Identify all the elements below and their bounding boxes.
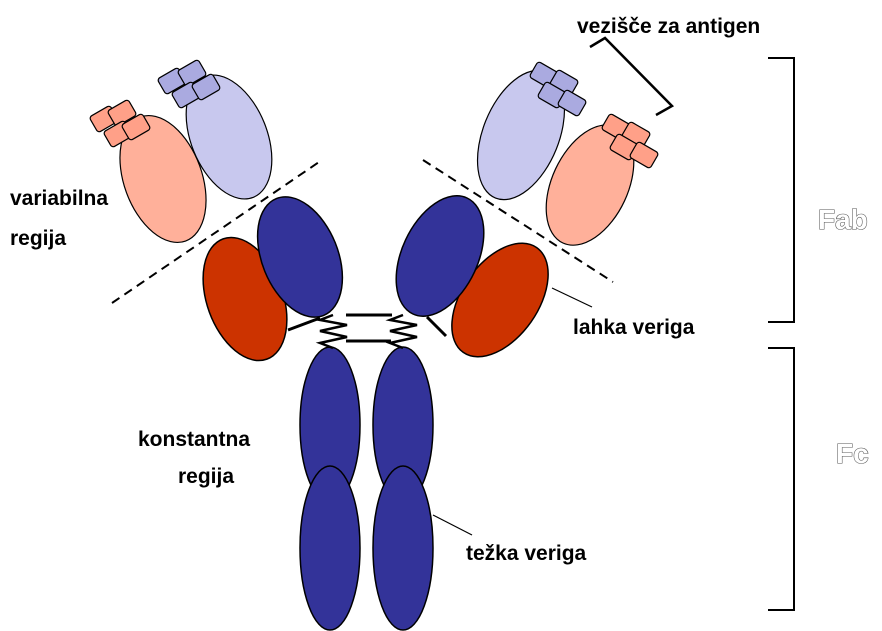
fc-label: Fc [836,438,869,469]
variable-region-label-line1: variabilna [10,187,108,210]
light-heavy-bond-left [288,318,320,330]
fc-bracket [768,348,794,610]
constant-region-label-line1: konstantna [138,428,250,451]
hinge-spring-right [390,315,417,348]
antigen-site-label: vezišče za antigen [577,15,760,38]
light-chain-pointer [552,288,592,307]
fab-label: Fab [818,204,868,235]
left-fab-arm [89,59,359,372]
hinge-spring-left [320,315,347,348]
heavy-chain-ch3-right [373,466,433,630]
heavy-chain-ch3-left [300,466,360,630]
heavy-chain-label: težka veriga [466,542,587,565]
fab-bracket [768,58,794,322]
antigen-site-bracket [590,38,672,115]
heavy-chain-pointer [433,515,472,535]
constant-region-label-line2: regija [178,465,234,488]
variable-region-label-line2: regija [10,227,66,250]
light-heavy-bond-right [427,317,446,336]
light-chain-label: lahka veriga [573,316,695,339]
